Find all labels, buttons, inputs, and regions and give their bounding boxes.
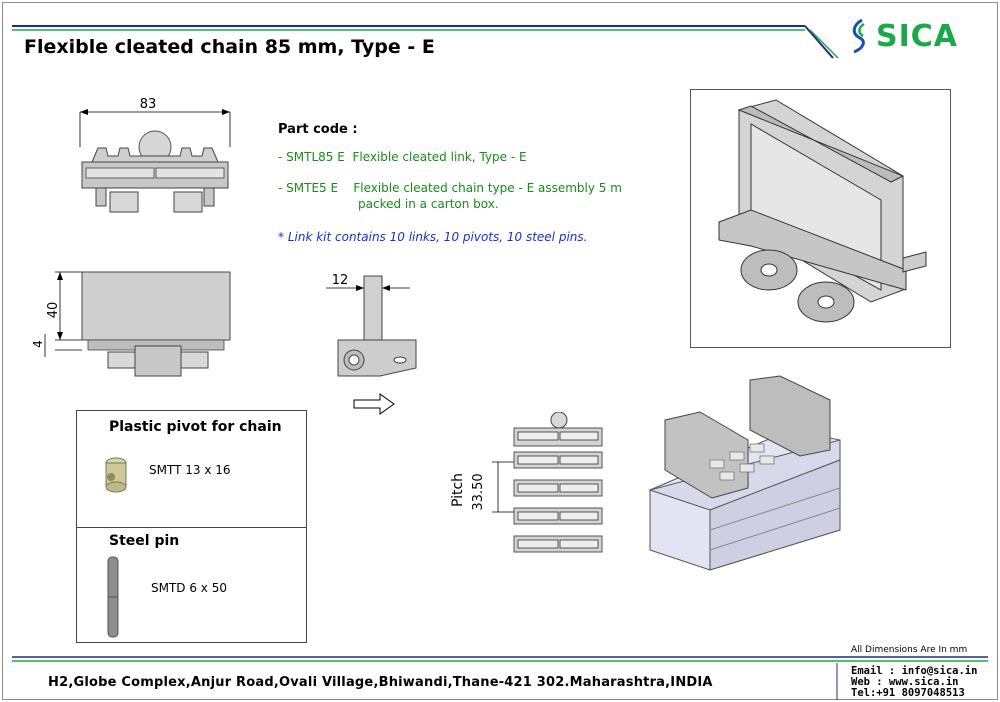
part-code-1: - SMTL85 E	[278, 150, 345, 164]
part-code-item-assembly: - SMTE5 E Flexible cleated chain type - …	[278, 181, 622, 195]
part-code-item-link: - SMTL85 E Flexible cleated link, Type -…	[278, 150, 527, 164]
part-code-2: - SMTE5 E	[278, 181, 339, 195]
page-title: Flexible cleated chain 85 mm, Type - E	[24, 36, 435, 58]
link-side-view-drawing: 40 4	[31, 271, 231, 377]
part-desc-2-continued: packed in a carton box.	[358, 197, 499, 211]
cleat-profile-drawing: 12	[326, 273, 417, 377]
dim-height-label: 40	[46, 302, 61, 319]
part-desc-2: Flexible cleated chain type - E assembly…	[353, 181, 622, 195]
part-desc-1: Flexible cleated link, Type - E	[352, 150, 527, 164]
direction-arrow-icon	[353, 393, 395, 415]
cleated-link-iso-drawing	[718, 99, 927, 323]
footer-address: H2,Globe Complex,Anjur Road,Ovali Villag…	[48, 675, 713, 690]
components-divider	[77, 527, 306, 528]
part-code-heading: Part code :	[278, 122, 358, 137]
steel-pin-code: SMTD 6 x 50	[151, 581, 227, 595]
logo-text: SICA	[876, 18, 959, 54]
dimensions-note: All Dimensions Are In mm	[851, 645, 968, 655]
pitch-label: Pitch	[450, 473, 466, 507]
pivot-code: SMTT 13 x 16	[149, 463, 231, 477]
dim-offset-label: 4	[31, 340, 45, 348]
plastic-pivot-icon	[105, 457, 127, 493]
steel-pin-title: Steel pin	[109, 533, 180, 549]
link-kit-note: * Link kit contains 10 links, 10 pivots,…	[278, 230, 588, 244]
pivot-title: Plastic pivot for chain	[109, 419, 282, 435]
steel-pin-icon	[107, 556, 119, 638]
sica-logo-icon	[852, 18, 865, 54]
pitch-chain-drawing: Pitch 33.50	[450, 412, 603, 553]
footer-web: Web : www.sica.in	[851, 676, 959, 688]
conveyor-assembly-drawing	[648, 375, 841, 571]
footer-email: Email : info@sica.in	[851, 665, 978, 677]
sica-logo: SICA	[848, 18, 958, 54]
components-box: Plastic pivot for chain SMTT 13 x 16 Ste…	[76, 410, 307, 643]
link-front-view-drawing: 83	[79, 97, 231, 213]
isometric-view-box	[690, 89, 951, 348]
footer-tel: Tel:+91 8097048513	[851, 687, 965, 699]
dim-cleat-label: 12	[332, 273, 349, 288]
footer-contact: Email : info@sica.in Web : www.sica.in T…	[851, 666, 977, 699]
pitch-value-label: 33.50	[471, 473, 486, 510]
dim-width-label: 83	[140, 97, 157, 112]
